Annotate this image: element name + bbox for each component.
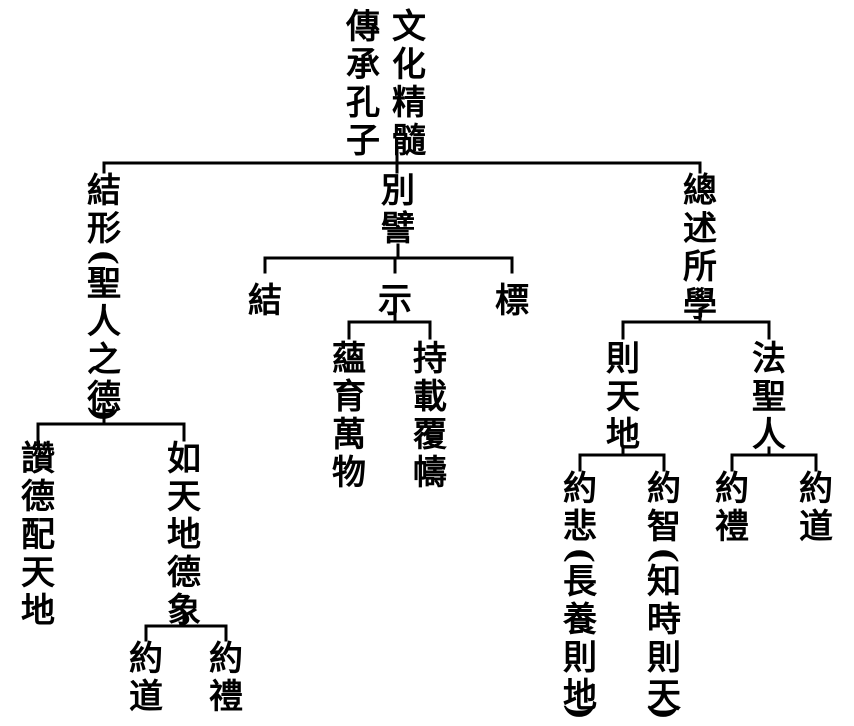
glyph: 結 [248, 281, 282, 321]
glyph: 約 [647, 469, 681, 509]
glyph: 知 [647, 562, 681, 602]
glyph: 孔 [346, 83, 380, 123]
node-jiexing-right-right: 約禮 [209, 639, 243, 717]
node-fashengren: 法聖人 [752, 339, 786, 455]
glyph: 人 [87, 302, 121, 342]
glyph: 天 [21, 553, 55, 593]
glyph: 天 [167, 477, 201, 517]
glyph: 結 [87, 171, 121, 211]
glyph: 之 [87, 340, 121, 380]
glyph: 承 [346, 45, 380, 85]
node-jiexing: 結形 [87, 171, 121, 249]
glyph: 學 [683, 285, 717, 325]
glyph: 德 [87, 378, 121, 418]
glyph: 地 [21, 591, 55, 631]
glyph: 則 [563, 638, 597, 678]
glyph: 精 [392, 83, 426, 123]
glyph: 傳 [345, 7, 380, 47]
glyph: ) [84, 406, 124, 422]
glyph: 物 [332, 453, 366, 493]
glyph: 蘊 [332, 339, 366, 379]
glyph: 持 [413, 339, 447, 379]
glyph: 髓 [392, 121, 426, 161]
glyph: 人 [752, 415, 786, 455]
glyph: ) [644, 704, 684, 720]
node-biepi-shi: 示 [378, 281, 412, 321]
glyph: 則 [647, 638, 681, 678]
glyph: ( [644, 547, 684, 563]
node-yuebei: 約悲 [563, 469, 597, 547]
glyph: 長 [563, 562, 598, 602]
glyph: 文 [392, 7, 426, 47]
glyph: 載 [413, 377, 447, 417]
glyph: 譬 [381, 209, 415, 249]
glyph: 天 [606, 377, 640, 417]
glyph: 讚 [21, 439, 55, 479]
node-biepi-jie: 結 [248, 281, 282, 321]
glyph: 地 [606, 415, 640, 455]
node-labels: 文化精髓傳承孔子結形(聖人之德)讚德配天地如天地德象約道約禮別譬結示標蘊育萬物持… [21, 7, 833, 720]
node-zetiandi: 則天地 [606, 339, 640, 455]
glyph: 時 [647, 600, 681, 640]
glyph: 配 [21, 515, 55, 555]
glyph: 述 [683, 209, 717, 249]
glyph: 天 [647, 676, 681, 716]
glyph: ( [84, 249, 124, 265]
glyph: 禮 [209, 677, 243, 717]
glyph: 約 [715, 469, 749, 509]
glyph: 法 [752, 339, 786, 379]
glyph: 別 [381, 171, 415, 211]
glyph: 形 [87, 209, 121, 249]
node-fa-left: 約禮 [715, 469, 749, 547]
glyph: 幬 [413, 453, 447, 493]
glyph: 養 [563, 600, 597, 640]
glyph: ( [560, 547, 600, 563]
glyph: 道 [129, 677, 163, 717]
glyph: 萬 [332, 415, 366, 455]
glyph: 智 [647, 507, 681, 547]
connector-lines [36, 148, 818, 642]
glyph: ) [560, 704, 600, 720]
node-biepi-biao: 標 [495, 281, 529, 321]
node-yuezhi: 約智 [647, 469, 681, 547]
glyph: 總 [683, 171, 717, 211]
glyph: 德 [21, 477, 55, 517]
glyph: 地 [167, 515, 201, 555]
glyph: 約 [209, 639, 243, 679]
glyph: 聖 [752, 377, 786, 417]
glyph: 德 [167, 553, 201, 593]
node-jiexing-right-left: 約道 [129, 639, 163, 717]
glyph: 化 [392, 45, 426, 85]
glyph: 示 [378, 281, 412, 321]
glyph: 則 [606, 339, 640, 379]
glyph: 約 [563, 469, 597, 509]
glyph: 子 [346, 121, 380, 161]
glyph: 育 [332, 377, 366, 417]
glyph: 悲 [563, 507, 597, 547]
node-fa-right: 約道 [799, 469, 833, 547]
glyph: 如 [167, 439, 201, 479]
glyph: 地 [563, 676, 597, 716]
node-biepi: 別譬 [381, 171, 415, 249]
glyph: 所 [683, 247, 717, 287]
glyph: 覆 [412, 415, 447, 455]
glyph: 象 [167, 591, 201, 631]
glyph: 道 [799, 507, 833, 547]
glyph: 約 [799, 469, 833, 509]
glyph: 聖 [87, 264, 121, 304]
glyph: 約 [129, 639, 163, 679]
glyph: 標 [495, 281, 529, 321]
glyph: 禮 [715, 507, 749, 547]
